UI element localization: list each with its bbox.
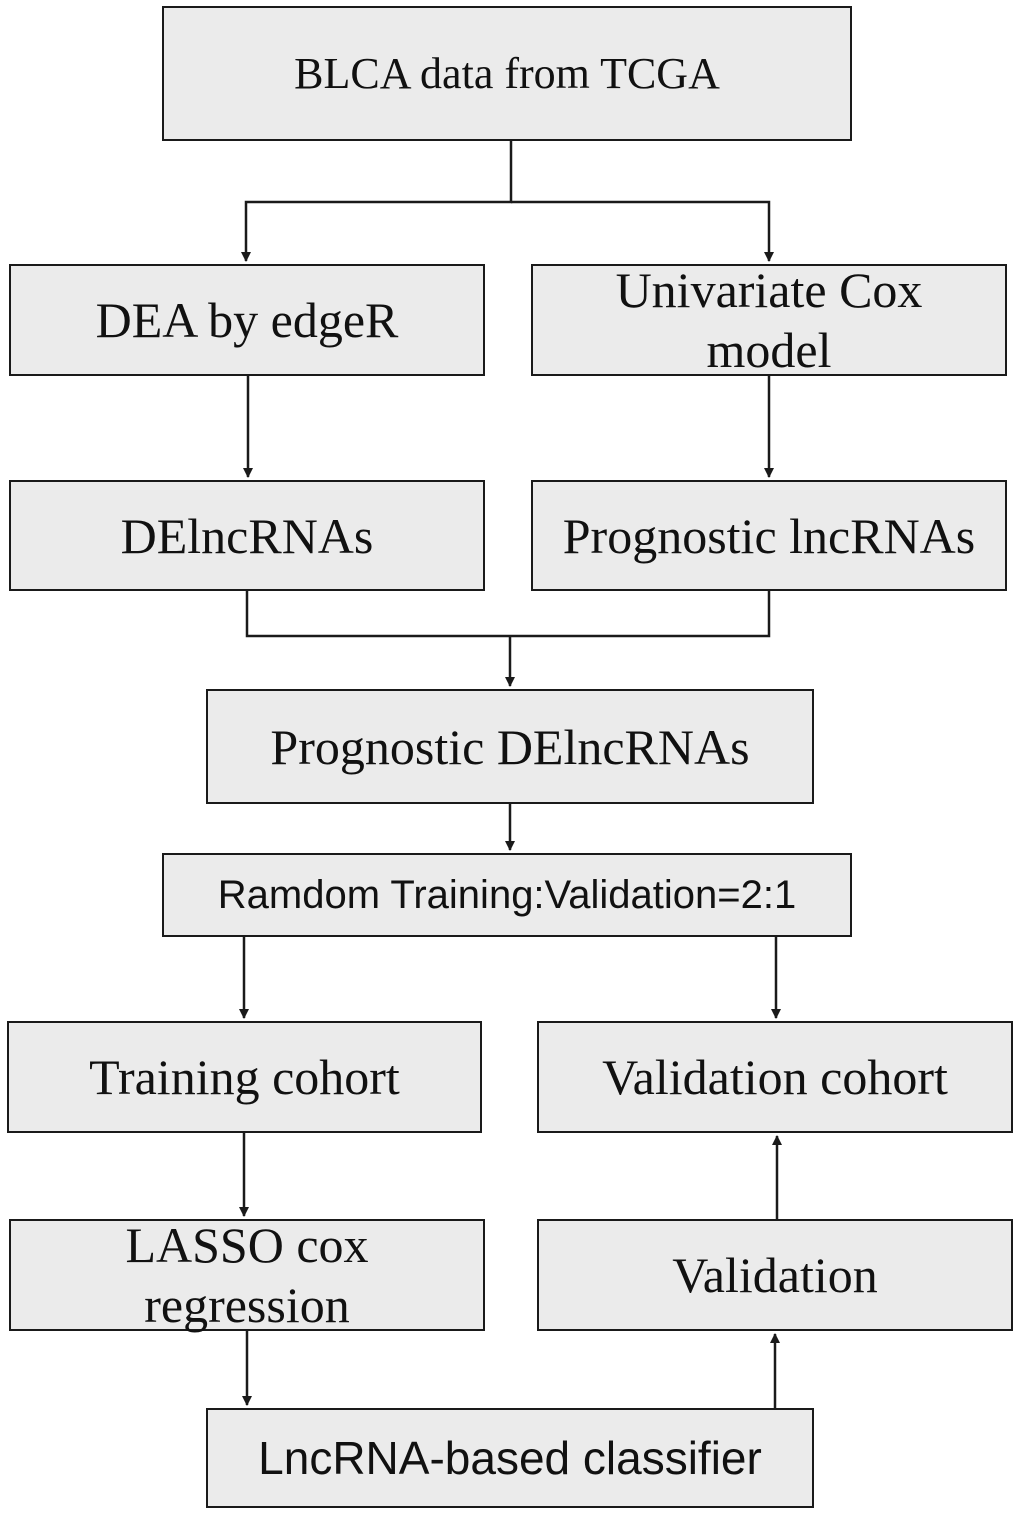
node-delncrnas: DElncRNAs xyxy=(9,480,485,591)
node-delncrnas-label: DElncRNAs xyxy=(120,507,374,564)
node-lasso-cox: LASSO cox regression xyxy=(9,1217,485,1333)
node-univariate-cox: Univariate Cox model xyxy=(531,262,1007,378)
node-dea-edger-label: DEA by edgeR xyxy=(95,292,399,348)
node-lncrna-classifier-label: LncRNA-based classifier xyxy=(258,1432,762,1484)
node-lncrna-classifier: LncRNA-based classifier xyxy=(206,1408,814,1508)
node-random-split-label: Ramdom Training:Validation=2:1 xyxy=(217,872,797,917)
connector-blca-to-univariate xyxy=(511,200,774,262)
node-univariate-cox-label: Univariate Cox model xyxy=(615,262,923,378)
node-blca-data: BLCA data from TCGA xyxy=(162,6,852,141)
node-validation-cohort: Validation cohort xyxy=(537,1021,1013,1133)
node-dea-edger: DEA by edgeR xyxy=(9,264,485,376)
node-training-cohort-label: Training cohort xyxy=(89,1049,400,1105)
node-blca-data-label: BLCA data from TCGA xyxy=(294,49,720,98)
node-random-split: Ramdom Training:Validation=2:1 xyxy=(162,853,852,937)
node-validation-cohort-label: Validation cohort xyxy=(602,1049,948,1105)
node-prognostic-delncrnas: Prognostic DElncRNAs xyxy=(206,689,814,804)
node-lasso-cox-label: LASSO cox regression xyxy=(125,1217,369,1333)
node-validation-label: Validation xyxy=(672,1247,878,1303)
node-validation: Validation xyxy=(537,1219,1013,1331)
node-training-cohort: Training cohort xyxy=(7,1021,482,1133)
node-prognostic-lncrnas-label: Prognostic lncRNAs xyxy=(562,507,976,564)
node-prognostic-lncrnas: Prognostic lncRNAs xyxy=(531,480,1007,591)
connector-merge xyxy=(245,591,771,638)
node-prognostic-delncrnas-label: Prognostic DElncRNAs xyxy=(270,718,750,775)
connector-blca-split xyxy=(241,141,513,262)
